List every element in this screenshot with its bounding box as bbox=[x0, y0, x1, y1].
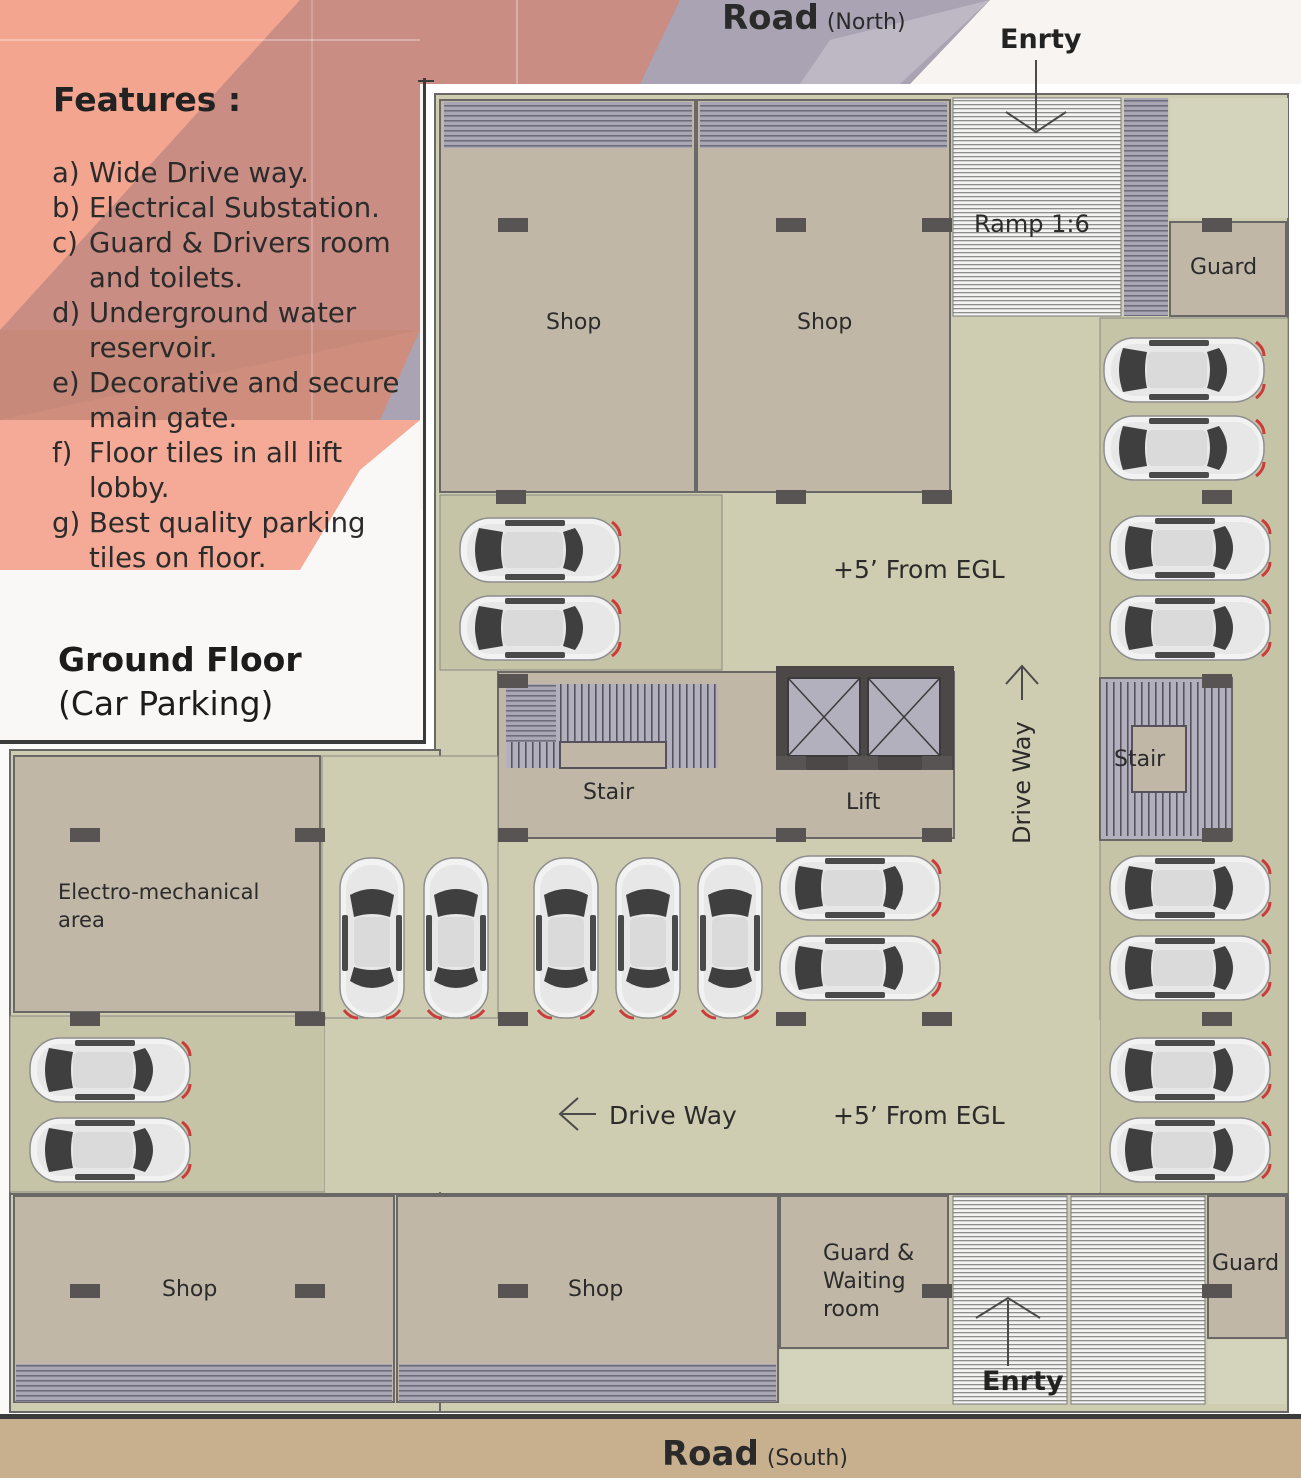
room-label-guard-bottom: Guard bbox=[1212, 1251, 1280, 1276]
driveway-label-horizontal: Drive Way bbox=[609, 1101, 737, 1130]
feature-item: c) Guard & Drivers room and toilets. bbox=[52, 226, 412, 296]
feature-item: d)Underground water reservoir. bbox=[52, 296, 412, 366]
room-label-guard: Guard bbox=[1190, 255, 1258, 280]
road-south-label: Road (South) bbox=[662, 1434, 848, 1474]
feature-item: a) Wide Drive way. bbox=[52, 156, 412, 191]
road-name: Road bbox=[722, 0, 819, 38]
feature-item: g)Best quality parking tiles on floor. bbox=[52, 506, 412, 576]
room-label-ramp: Ramp 1:6 bbox=[974, 210, 1090, 238]
feature-marker: b) bbox=[52, 192, 81, 224]
room-label-stair-right: Stair bbox=[1114, 747, 1166, 772]
feature-text: Wide Drive way. bbox=[89, 157, 309, 189]
entry-label-bottom: Enrty bbox=[982, 1366, 1064, 1397]
feature-text: Floor tiles in all lift lobby. bbox=[89, 437, 343, 504]
room-label-shop: Shop bbox=[162, 1277, 218, 1302]
room-label-stair: Stair bbox=[583, 780, 635, 805]
entry-label-top: Enrty bbox=[1000, 24, 1082, 55]
floor-subtitle: (Car Parking) bbox=[58, 684, 274, 723]
room-label-shop: Shop bbox=[568, 1277, 624, 1302]
feature-item: f) Floor tiles in all lift lobby. bbox=[52, 436, 412, 506]
feature-item: e) Decorative and secure main gate. bbox=[52, 366, 412, 436]
feature-marker: c) bbox=[52, 227, 78, 259]
feature-marker: g) bbox=[52, 507, 81, 539]
room-label-guard-waiting: Guard & Waiting room bbox=[823, 1241, 915, 1322]
feature-marker: e) bbox=[52, 367, 80, 399]
feature-text: Guard & Drivers room and toilets. bbox=[89, 227, 391, 294]
features-title: Features : bbox=[53, 80, 242, 119]
level-label-lower: +5’ From EGL bbox=[833, 1101, 1005, 1130]
feature-text: Underground water reservoir. bbox=[89, 297, 357, 364]
road-direction: (North) bbox=[826, 10, 906, 35]
road-name: Road bbox=[662, 1434, 759, 1474]
features-list: a) Wide Drive way. b)Electrical Substatio… bbox=[52, 156, 412, 576]
room-label-lift: Lift bbox=[846, 790, 881, 815]
driveway-label-vertical: Drive Way bbox=[1008, 721, 1036, 844]
feature-marker: a) bbox=[52, 157, 80, 189]
road-north-label: Road (North) bbox=[722, 0, 906, 38]
road-direction: (South) bbox=[766, 1446, 848, 1471]
feature-marker: d) bbox=[52, 297, 81, 329]
level-label-upper: +5’ From EGL bbox=[833, 555, 1005, 584]
feature-text: Best quality parking tiles on floor. bbox=[89, 507, 366, 574]
room-label-shop: Shop bbox=[797, 310, 853, 335]
feature-text: Electrical Substation. bbox=[89, 192, 380, 224]
feature-marker: f) bbox=[52, 437, 73, 469]
feature-text: Decorative and secure main gate. bbox=[89, 367, 400, 434]
feature-item: b)Electrical Substation. bbox=[52, 191, 412, 226]
floor-title: Ground Floor bbox=[58, 640, 302, 679]
room-label-shop: Shop bbox=[546, 310, 602, 335]
room-label-electro-mechanical: Electro-mechanical area bbox=[58, 880, 260, 932]
